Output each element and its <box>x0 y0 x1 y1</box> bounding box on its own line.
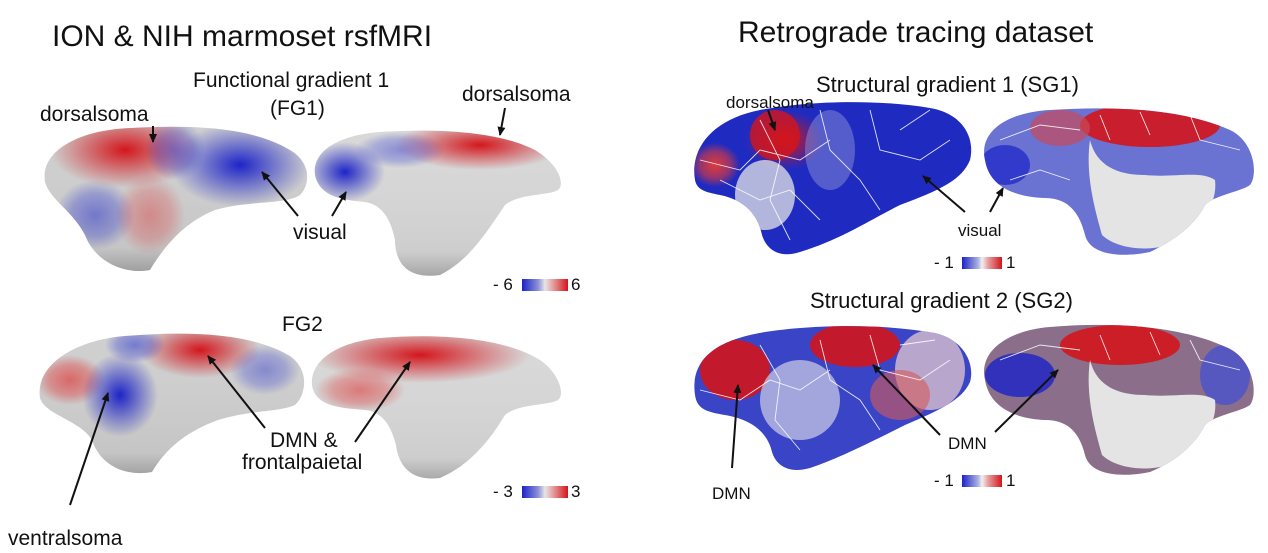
arrow-fg1-visual-medial <box>331 191 347 217</box>
arrow-fg2-dmn-lateral <box>207 355 266 429</box>
arrow-sg1-visual-medial <box>989 187 1004 213</box>
fg2-dmn-label-line1: DMN & <box>270 429 338 452</box>
sg1-title: Structural gradient 1 (SG1) <box>816 72 1079 97</box>
sg2-scale-max: 1 <box>1006 471 1016 490</box>
fg2-scale-min: - 3 <box>493 482 513 501</box>
right-panel-title: Retrograde tracing dataset <box>738 16 1094 49</box>
fg1-dorsal-label-left: dorsalsoma <box>40 103 149 126</box>
arrow-sg2-dmn-left <box>731 384 742 469</box>
sg2-colorbar <box>962 475 1002 487</box>
annotation-arrows <box>69 107 1059 506</box>
sg1-scale-min: - 1 <box>934 253 954 272</box>
fg1-colorbar <box>522 279 568 291</box>
arrow-fg1-visual-lateral <box>261 171 299 217</box>
sg2-scale-min: - 1 <box>934 471 954 490</box>
sg2-dmn-label-right: DMN <box>948 434 987 453</box>
arrow-sg2-dmn-medial <box>994 369 1059 433</box>
sg2-dmn-label-left: DMN <box>712 484 751 503</box>
sg1-medial-brain <box>984 108 1254 255</box>
fg1-dorsal-label-right: dorsalsoma <box>462 83 571 106</box>
fg1-lateral-brain <box>44 126 308 272</box>
fg1-title-line2: (FG1) <box>270 97 325 120</box>
sg1-visual-label: visual <box>958 221 1002 240</box>
fg1-scale-min: - 6 <box>493 275 513 294</box>
sg2-lateral-brain <box>694 326 972 470</box>
fg2-title: FG2 <box>282 313 323 336</box>
arrow-sg2-dmn-lateral <box>872 364 941 436</box>
fg2-scale-max: 3 <box>571 482 581 501</box>
arrow-fg2-dmn-medial <box>354 361 411 443</box>
fg2-dmn-label-line2: frontalpaietal <box>242 451 363 474</box>
sg1-lateral-brain <box>694 102 972 255</box>
sg2-medial-brain <box>984 324 1254 475</box>
fg1-title-line1: Functional gradient 1 <box>193 69 390 92</box>
left-panel-title: ION & NIH marmoset rsfMRI <box>52 20 433 53</box>
sg1-dorsal-label: dorsalsoma <box>726 93 814 112</box>
fg1-visual-label: visual <box>293 221 347 244</box>
arrow-sg1-dorsal <box>767 109 777 131</box>
arrow-fg2-ventral <box>69 392 110 506</box>
sg1-scale-max: 1 <box>1006 253 1016 272</box>
sg2-title: Structural gradient 2 (SG2) <box>810 288 1073 313</box>
arrow-fg1-dorsal-right <box>497 107 506 136</box>
fg2-ventral-label: ventralsoma <box>8 527 123 550</box>
fg1-scale-max: 6 <box>571 275 581 294</box>
sg1-colorbar <box>962 257 1002 269</box>
fg2-colorbar <box>522 486 568 498</box>
arrow-sg1-visual-lateral <box>922 175 966 213</box>
